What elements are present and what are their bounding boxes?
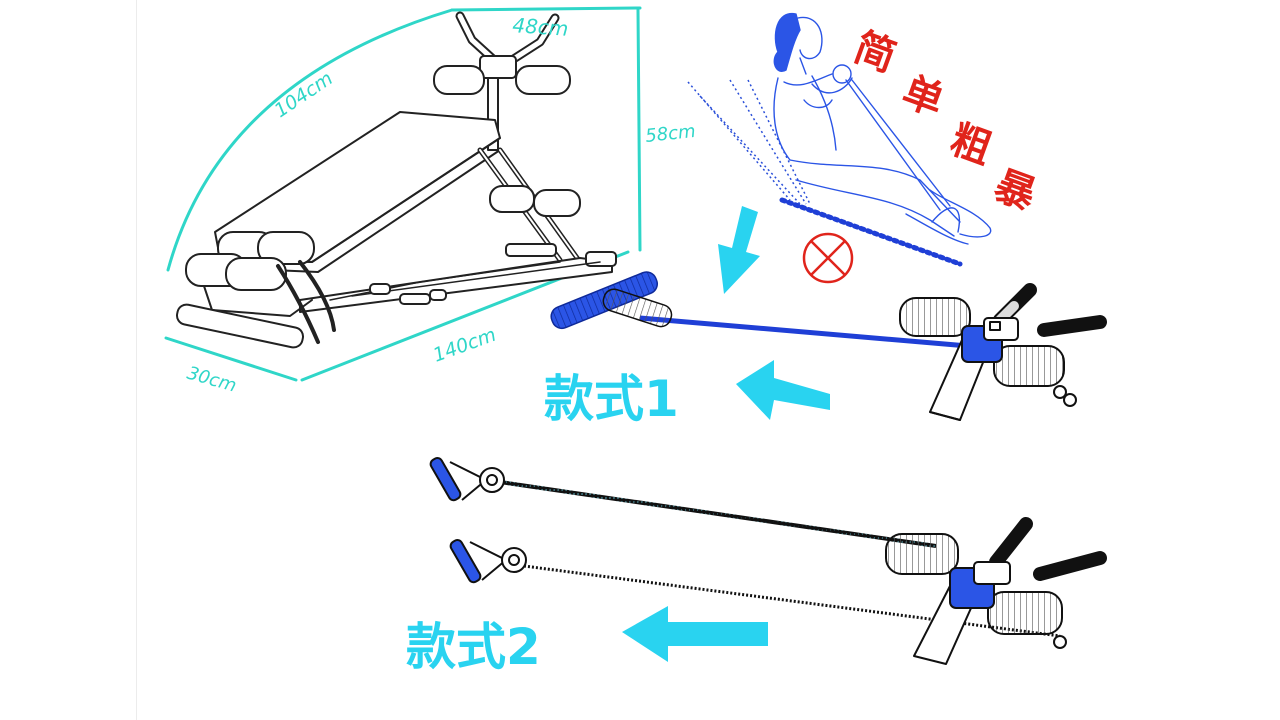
slogan-char-3: 粗 [944,116,997,173]
variant-2-label: 款式2 [406,618,541,676]
rope-handle-2 [449,539,527,584]
dimension-line-diagonal [166,8,454,272]
variant-1-illustration: 款式1 [544,271,1107,428]
variant-2-illustration: 款式2 [406,457,1107,676]
slogan-char-2: 单 [896,68,949,125]
slogan: 简 单 粗 暴 [848,24,1041,219]
sit-up-bench-illustration: 48cm 58cm 104cm 140cm 30cm [164,6,697,397]
woman-rope-pull-illustration [687,13,992,267]
arrow-down-icon [718,206,760,294]
prohibit-icon [802,232,854,284]
dimension-line-height [636,8,642,252]
dimension-width-label: 48cm [512,13,569,41]
dimension-length-label: 140cm [430,324,499,367]
ab-device-variant-2 [885,517,1107,665]
arrow-left-icon-1 [736,360,830,420]
dimension-height-label: 58cm [644,121,696,147]
variant-1-label: 款式1 [544,370,679,428]
dimension-depth-label: 30cm [185,363,239,397]
dimension-line-width [450,6,642,12]
dimension-lines [164,6,642,382]
slogan-char-1: 简 [848,24,901,81]
slogan-char-4: 暴 [988,162,1041,219]
left-margin [0,0,137,720]
t-handle [550,271,673,330]
arrow-left-icon-2 [622,606,768,662]
dimension-line-depth [164,336,298,382]
ab-device-variant-1 [899,283,1107,421]
bench-frame [175,11,617,349]
rope-handle-1 [429,457,505,502]
